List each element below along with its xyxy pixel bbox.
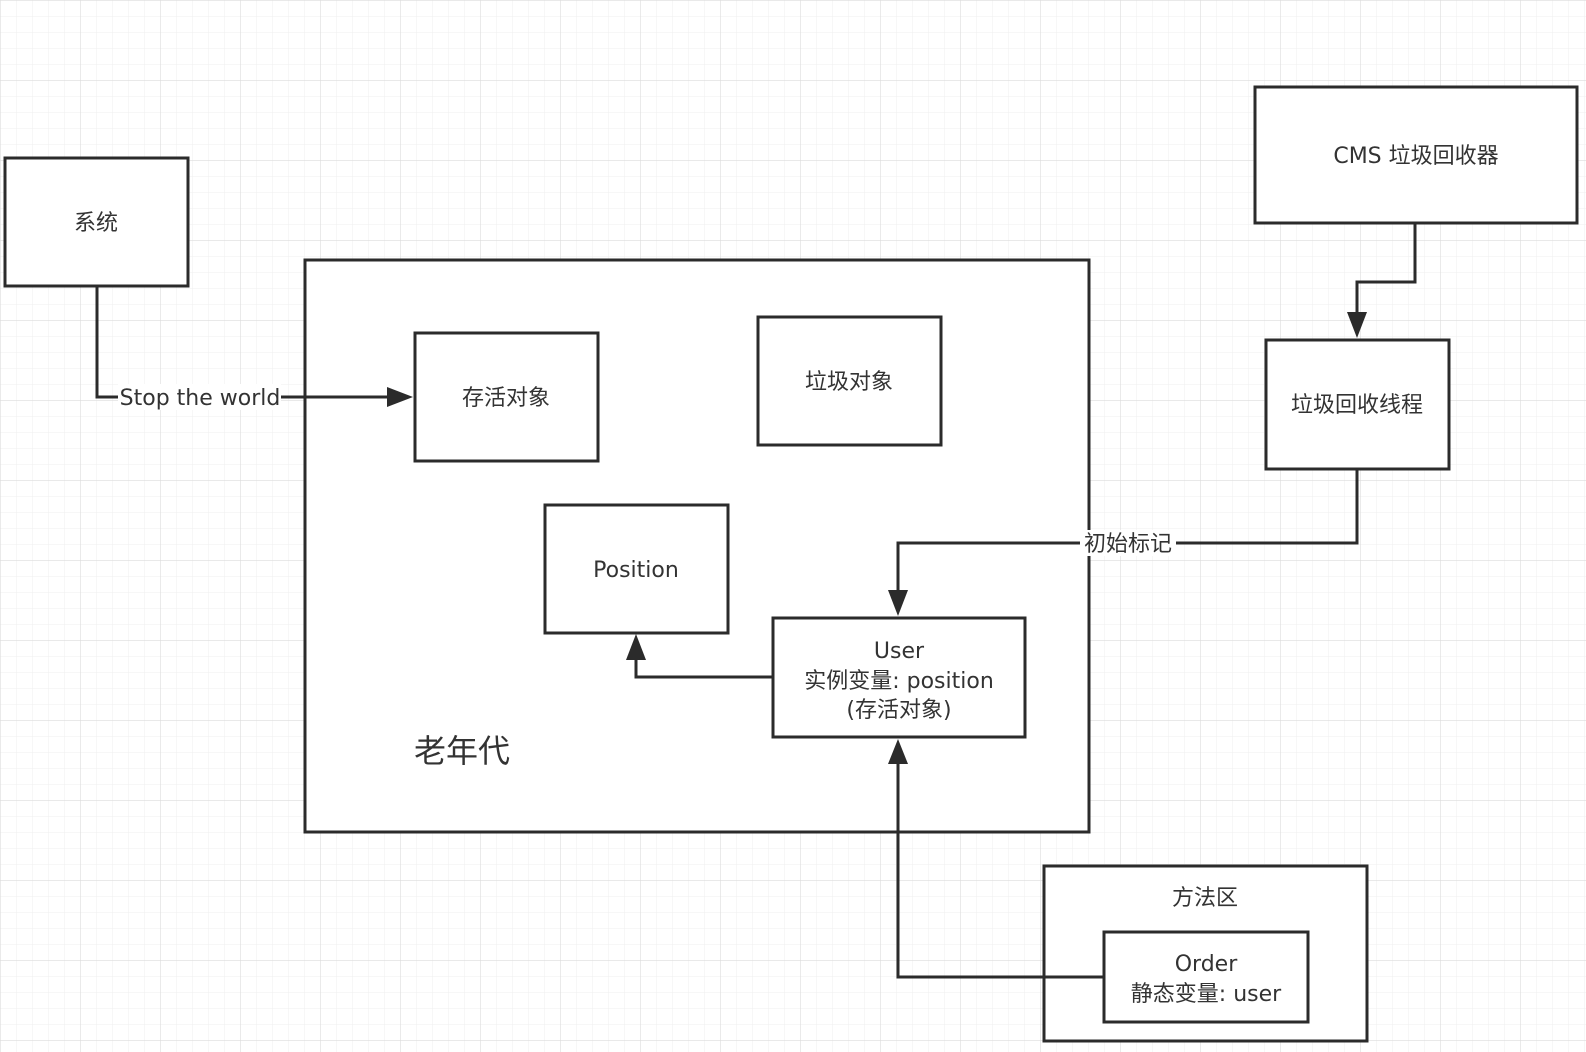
node-garbage-object-label: 垃圾对象 [805, 370, 893, 395]
node-live-object-label: 存活对象 [462, 386, 550, 411]
node-gc-thread-label: 垃圾回收线程 [1291, 393, 1423, 418]
node-live-object[interactable]: 存活对象 [413, 331, 600, 463]
edge-order-to-user[interactable] [888, 739, 1103, 979]
node-garbage-object[interactable]: 垃圾对象 [756, 315, 943, 447]
edge-label-initial-mark: 初始标记 [1080, 530, 1176, 557]
node-user[interactable]: User 实例变量: position (存活对象) [771, 616, 1027, 739]
node-cms-label: CMS 垃圾回收器 [1333, 144, 1498, 169]
edge-cms-to-thread[interactable] [1347, 223, 1417, 338]
stop-the-world-text: Stop the world [120, 386, 281, 411]
method-area-label: 方法区 [1172, 886, 1238, 911]
node-cms-collector[interactable]: CMS 垃圾回收器 [1253, 85, 1579, 225]
node-order-line-1: Order [1175, 952, 1238, 977]
node-user-line-2: 实例变量: position [804, 669, 994, 694]
node-position-label: Position [593, 558, 679, 583]
old-gen-label: 老年代 [414, 732, 510, 770]
node-system[interactable]: 系统 [3, 156, 190, 288]
edge-label-stop-the-world: Stop the world [118, 384, 281, 411]
edge-stop-the-world[interactable] [95, 287, 413, 407]
node-gc-thread[interactable]: 垃圾回收线程 [1264, 338, 1451, 471]
node-user-line-1: User [874, 639, 925, 664]
node-user-line-3: (存活对象) [846, 698, 951, 723]
node-order-line-2: 静态变量: user [1131, 982, 1282, 1007]
node-order[interactable]: Order 静态变量: user [1102, 930, 1310, 1024]
node-system-label: 系统 [74, 211, 118, 236]
edge-user-to-position[interactable] [626, 634, 772, 679]
node-position[interactable]: Position [543, 503, 730, 635]
initial-mark-text: 初始标记 [1084, 532, 1172, 557]
